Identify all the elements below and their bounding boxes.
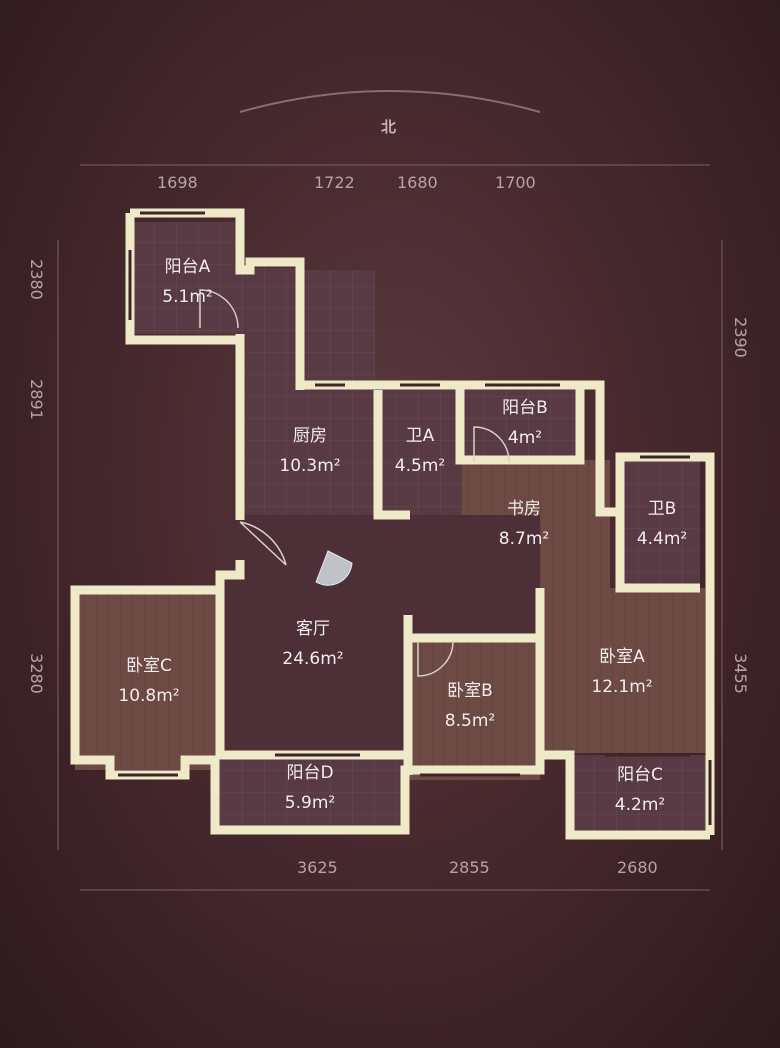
door-bedroom-b	[417, 640, 454, 677]
room-area: 5.9m²	[284, 793, 336, 813]
room-bath-b: 卫B 4.4m²	[624, 494, 700, 554]
dim-top-3: 1680	[397, 173, 438, 192]
room-name: 阳台C	[617, 765, 663, 785]
dim-bottom-2: 2855	[449, 858, 490, 877]
room-area: 10.8m²	[118, 686, 180, 706]
room-bedroom-b: 卧室B 8.5m²	[420, 676, 520, 736]
room-bath-a: 卫A 4.5m²	[382, 421, 458, 481]
dim-top-1: 1698	[157, 173, 198, 192]
room-bedroom-a: 卧室A 12.1m²	[572, 642, 672, 702]
floor-balcony-c	[572, 755, 710, 835]
dim-bottom-3: 2680	[617, 858, 658, 877]
dim-left-2: 2891	[26, 379, 46, 420]
room-name: 卧室B	[447, 681, 493, 701]
room-floors	[75, 222, 710, 835]
room-name: 书房	[507, 499, 541, 519]
room-area: 4.2m²	[614, 795, 666, 815]
windows	[118, 211, 712, 825]
room-area: 8.5m²	[444, 711, 496, 731]
room-name: 卫B	[647, 499, 677, 519]
room-name: 卧室C	[126, 656, 172, 676]
room-name: 阳台A	[164, 257, 211, 277]
room-balcony-a: 阳台A 5.1m²	[140, 252, 235, 312]
room-name: 厨房	[293, 426, 327, 446]
room-living: 客厅 24.6m²	[258, 614, 368, 674]
room-area: 4m²	[507, 428, 543, 448]
door-balcony-a	[199, 289, 239, 329]
door-balcony-b	[473, 426, 510, 463]
north-label: 北	[381, 118, 397, 136]
room-area: 8.7m²	[498, 529, 550, 549]
room-name: 卫A	[405, 426, 435, 446]
door-living	[239, 521, 287, 566]
dim-right-1: 2390	[730, 317, 750, 358]
compass-marker	[315, 550, 353, 586]
doors	[199, 289, 510, 677]
room-name: 卧室A	[599, 647, 645, 667]
floor-balcony-a	[130, 222, 240, 334]
room-balcony-c: 阳台C 4.2m²	[590, 760, 690, 820]
room-balcony-d: 阳台D 5.9m²	[260, 758, 360, 818]
compass-arc	[239, 90, 541, 113]
floor-bedroom-b	[408, 635, 540, 780]
floor-kitchen-upper	[245, 268, 300, 388]
floor-bedroom-a	[540, 588, 705, 753]
room-balcony-b: 阳台B 4m²	[475, 393, 575, 453]
floor-balcony-d	[218, 755, 403, 830]
floor-bedroom-c	[75, 590, 220, 770]
dim-bottom-1: 3625	[297, 858, 338, 877]
room-name: 客厅	[296, 619, 330, 639]
dim-left-1: 2380	[26, 259, 46, 300]
room-area: 10.3m²	[279, 456, 341, 476]
dim-left-3: 3280	[26, 653, 46, 694]
room-area: 4.4m²	[636, 529, 688, 549]
dim-top-4: 1700	[495, 173, 536, 192]
floor-bath-a	[375, 390, 463, 515]
floor-bath-b	[618, 460, 700, 588]
room-name: 阳台B	[502, 398, 548, 418]
room-study: 书房 8.7m²	[474, 494, 574, 554]
room-kitchen: 厨房 10.3m²	[255, 421, 365, 481]
dim-right-2: 3455	[730, 653, 750, 694]
room-area: 24.6m²	[282, 649, 344, 669]
room-name: 阳台D	[286, 763, 334, 783]
room-area: 5.1m²	[162, 287, 213, 307]
dim-top-2: 1722	[314, 173, 355, 192]
room-area: 4.5m²	[394, 456, 446, 476]
dimension-lines	[57, 164, 723, 891]
room-bedroom-c: 卧室C 10.8m²	[94, 651, 204, 711]
floor-balcony-b	[462, 390, 584, 460]
room-area: 12.1m²	[591, 677, 653, 697]
